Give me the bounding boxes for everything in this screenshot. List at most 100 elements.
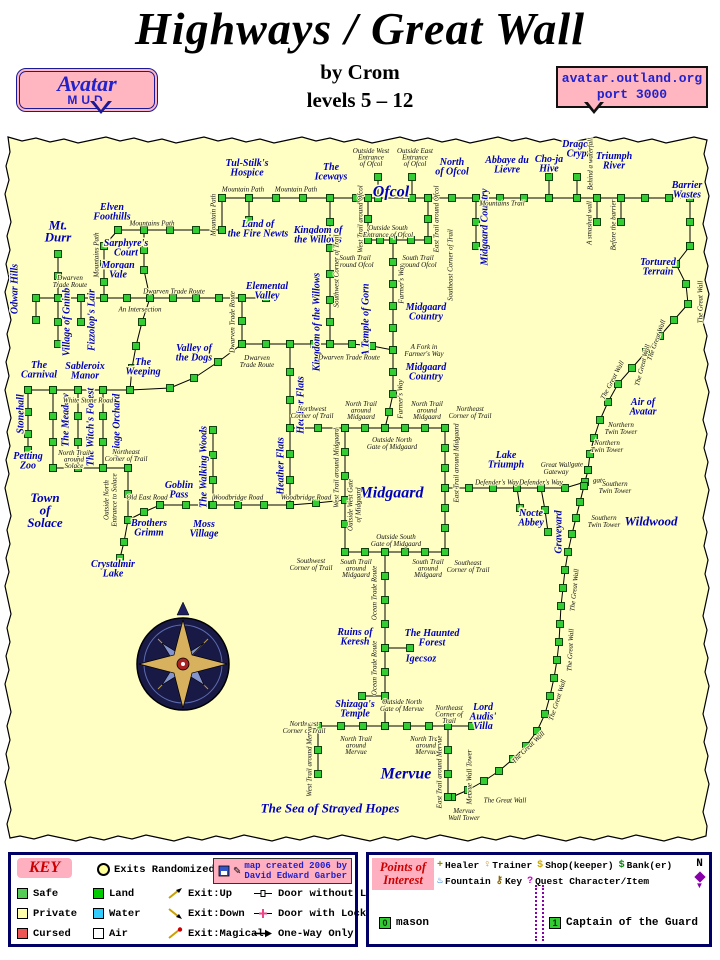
map-node bbox=[642, 348, 650, 356]
map-node bbox=[374, 173, 382, 181]
map-node bbox=[100, 278, 108, 286]
legend-item-quest: ? Quest Character/Item bbox=[527, 875, 650, 887]
map-node bbox=[553, 656, 561, 664]
map-node bbox=[424, 194, 432, 202]
trail-label: East Trail around Ofcol bbox=[432, 186, 440, 254]
map-node bbox=[472, 218, 480, 226]
map-node bbox=[99, 412, 107, 420]
trail-label: West Trail around Ofcol bbox=[356, 185, 364, 252]
exit-up-icon bbox=[168, 888, 182, 899]
map-node bbox=[286, 368, 294, 376]
trail-label: Dwarven Trade Route bbox=[317, 353, 380, 361]
map-node bbox=[99, 438, 107, 446]
map-node bbox=[381, 692, 389, 700]
poi-entry-mason: 0 mason bbox=[379, 917, 429, 929]
trail-label: An Intersection bbox=[118, 305, 162, 313]
map-node bbox=[364, 194, 372, 202]
map-node bbox=[326, 244, 334, 252]
map-node bbox=[545, 194, 553, 202]
map-node bbox=[99, 386, 107, 394]
map-node bbox=[444, 746, 452, 754]
map-node bbox=[286, 424, 294, 432]
map-node bbox=[214, 358, 222, 366]
map-node bbox=[564, 548, 572, 556]
door-with-lock-icon bbox=[254, 909, 272, 918]
map-node bbox=[209, 476, 217, 484]
trail-segment bbox=[141, 297, 151, 323]
dotted-divider bbox=[542, 885, 544, 941]
map-node bbox=[286, 476, 294, 484]
trail-label: The Great Wall bbox=[565, 628, 575, 671]
map-node bbox=[100, 260, 108, 268]
legend-item-bank: $ Bank(er) bbox=[618, 860, 673, 871]
poi-legend: + Healer ♀ Trainer $ Shop(keeper) $ Bank… bbox=[437, 860, 683, 891]
water-swatch bbox=[93, 908, 104, 919]
map-node bbox=[124, 464, 132, 472]
location-label: Midgaard Country bbox=[480, 188, 491, 267]
map-node bbox=[192, 294, 200, 302]
cursed-swatch bbox=[17, 928, 28, 939]
map-node bbox=[545, 173, 553, 181]
air-swatch bbox=[93, 928, 104, 939]
map-node bbox=[441, 444, 449, 452]
map-node bbox=[407, 236, 415, 244]
trail-label: gate bbox=[593, 476, 605, 484]
trail-label: East Trail around Mervue bbox=[435, 736, 443, 810]
map-node bbox=[441, 484, 449, 492]
legend-item-door-lock: Door with Lock bbox=[253, 907, 385, 920]
map-node bbox=[368, 342, 376, 350]
map-node bbox=[441, 548, 449, 556]
map-node bbox=[381, 644, 389, 652]
map-node bbox=[209, 426, 217, 434]
trail-label: Mountains Trail bbox=[478, 199, 524, 207]
map-node bbox=[389, 258, 397, 266]
map-node bbox=[425, 722, 433, 730]
map-node bbox=[49, 438, 57, 446]
map-node bbox=[641, 194, 649, 202]
map-node bbox=[169, 294, 177, 302]
map-node bbox=[596, 416, 604, 424]
location-label: Mt.Durr bbox=[44, 217, 73, 244]
map-node bbox=[24, 408, 32, 416]
map-node bbox=[550, 674, 558, 682]
exit-down-icon bbox=[168, 908, 182, 919]
trail-label: East Trail around Midgaard bbox=[452, 423, 460, 504]
map-node bbox=[326, 340, 334, 348]
map-node bbox=[54, 250, 62, 258]
map-node bbox=[215, 294, 223, 302]
map-node bbox=[358, 692, 366, 700]
poi-title: Points of Interest bbox=[372, 858, 434, 890]
map-node bbox=[140, 266, 148, 274]
legend-item-key: ⚷ Key bbox=[495, 875, 523, 888]
map-node bbox=[472, 242, 480, 250]
map-node bbox=[286, 396, 294, 404]
map-node bbox=[341, 424, 349, 432]
map-node bbox=[628, 364, 636, 372]
trail-label: Mountain Path bbox=[209, 193, 217, 237]
legend-item-one-way: One-Way Only bbox=[253, 927, 385, 940]
trail-label: White Stone Road bbox=[63, 396, 114, 404]
trail-label: Defender's Way bbox=[518, 478, 564, 486]
map-node bbox=[464, 786, 472, 794]
map-node bbox=[441, 504, 449, 512]
location-label: Fizzolop's Lair bbox=[87, 289, 98, 352]
map-node bbox=[381, 620, 389, 628]
map-node bbox=[166, 226, 174, 234]
map-node bbox=[586, 450, 594, 458]
trail-segment bbox=[143, 269, 151, 299]
map-node bbox=[74, 386, 82, 394]
map-node bbox=[686, 194, 694, 202]
map-node bbox=[686, 218, 694, 226]
map-node bbox=[74, 412, 82, 420]
